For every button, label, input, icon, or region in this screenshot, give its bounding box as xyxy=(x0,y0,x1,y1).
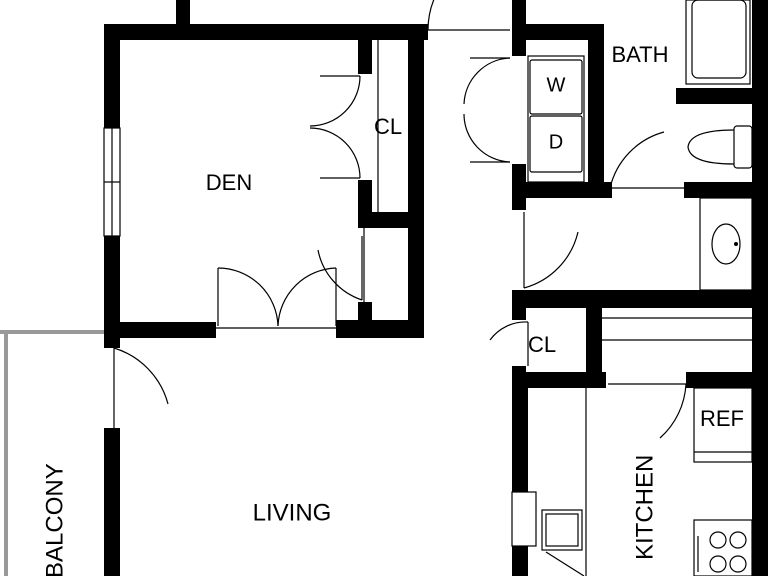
label-washer: W xyxy=(547,74,566,96)
walls xyxy=(104,0,768,576)
label-den-closet: CL xyxy=(374,114,402,139)
balcony-railing xyxy=(0,330,104,576)
label-bath: BATH xyxy=(611,42,668,67)
thin-lines xyxy=(103,0,753,576)
label-den: DEN xyxy=(206,170,252,195)
label-dryer: D xyxy=(549,131,563,153)
label-living: LIVING xyxy=(253,499,332,526)
label-balcony: BALCONY xyxy=(41,463,68,576)
label-hall-closet: CL xyxy=(528,332,556,357)
room-labels: BATH W D CL DEN CL REF LIVING KITCHEN BA… xyxy=(41,42,744,576)
label-kitchen: KITCHEN xyxy=(631,455,658,560)
door-swings xyxy=(113,0,687,439)
label-refrigerator: REF xyxy=(700,406,744,431)
